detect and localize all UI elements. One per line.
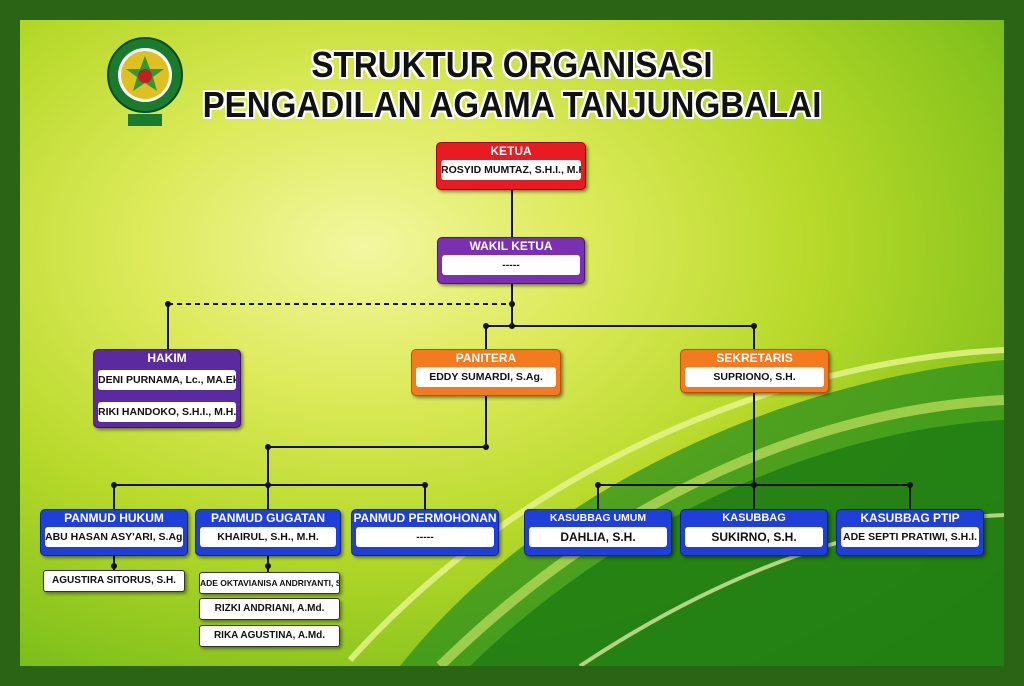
node-panitera: PANITERA EDDY SUMARDI, S.Ag. xyxy=(411,349,561,396)
staff-panmud-gugatan: ADE OKTAVIANISA ANDRIYANTI, S.H. xyxy=(199,572,340,594)
node-ketua: KETUA ROSYID MUMTAZ, S.H.I., M.H. xyxy=(436,142,586,190)
node-kasubbag-ptip: KASUBBAG PTIP ADE SEPTI PRATIWI, S.H.I. xyxy=(836,509,984,556)
node-sekretaris: SEKRETARIS SUPRIONO, S.H. xyxy=(680,349,829,393)
node-kasubbag-ptip-name: ADE SEPTI PRATIWI, S.H.I. xyxy=(841,527,979,547)
node-hakim-title: HAKIM xyxy=(147,351,187,365)
node-panmud-hukum-name: ABU HASAN ASY'ARI, S.Ag. xyxy=(45,527,183,547)
staff-panmud-gugatan: RIZKI ANDRIANI, A.Md. xyxy=(199,598,340,620)
node-panmud-permohonan: PANMUD PERMOHONAN ----- xyxy=(351,509,499,556)
node-panitera-title: PANITERA xyxy=(455,351,517,365)
node-kasubbag-ptip-title: KASUBBAG PTIP xyxy=(860,511,960,525)
node-kasubbag-umum-keuangan-name: DAHLIA, S.H. xyxy=(529,527,667,547)
node-sekretaris-title: SEKRETARIS xyxy=(716,351,793,365)
node-ketua-title: KETUA xyxy=(490,144,532,158)
node-hakim: HAKIM DENI PURNAMA, Lc., MA.Ek RIKI HAND… xyxy=(93,349,241,428)
node-wakil-ketua: WAKIL KETUA ----- xyxy=(437,237,585,284)
node-panmud-gugatan-title: PANMUD GUGATAN xyxy=(211,511,325,525)
court-logo xyxy=(107,37,183,126)
chart-title-line-1: STRUKTUR ORGANISASI xyxy=(311,44,713,85)
staff-panmud-gugatan: RIKA AGUSTINA, A.Md. xyxy=(199,625,340,647)
node-sekretaris-name: SUPRIONO, S.H. xyxy=(685,367,824,387)
node-hakim-member: DENI PURNAMA, Lc., MA.Ek xyxy=(98,370,236,390)
node-panmud-hukum-title: PANMUD HUKUM xyxy=(64,511,164,525)
node-wakil-ketua-name: ----- xyxy=(442,255,580,275)
node-kasubbag-kepegawaian-name: SUKIRNO, S.H. xyxy=(685,527,823,547)
node-panitera-name: EDDY SUMARDI, S.Ag. xyxy=(416,367,556,387)
node-panmud-hukum: PANMUD HUKUM ABU HASAN ASY'ARI, S.Ag. xyxy=(40,509,188,556)
chart-title-line-2: PENGADILAN AGAMA TANJUNGBALAI xyxy=(202,84,822,125)
node-panmud-gugatan: PANMUD GUGATAN KHAIRUL, S.H., M.H. xyxy=(195,509,341,556)
node-wakil-ketua-title: WAKIL KETUA xyxy=(469,239,553,253)
node-panmud-permohonan-title: PANMUD PERMOHONAN xyxy=(353,511,497,525)
node-kasubbag-kepegawaian-title: KASUBBAG KEPEGAWAIAN xyxy=(713,512,796,541)
node-ketua-name: ROSYID MUMTAZ, S.H.I., M.H. xyxy=(441,160,581,180)
node-panmud-permohonan-name: ----- xyxy=(356,527,494,547)
staff-panmud-hukum: AGUSTIRA SITORUS, S.H. xyxy=(43,570,185,592)
node-panmud-gugatan-name: KHAIRUL, S.H., M.H. xyxy=(200,527,336,547)
node-kasubbag-umum-keuangan: KASUBBAG UMUM KEUANGAN DAHLIA, S.H. xyxy=(524,509,672,556)
node-hakim-member: RIKI HANDOKO, S.H.I., M.H. xyxy=(98,402,236,422)
node-kasubbag-kepegawaian: KASUBBAG KEPEGAWAIAN SUKIRNO, S.H. xyxy=(680,509,828,556)
node-kasubbag-umum-keuangan-title: KASUBBAG UMUM KEUANGAN xyxy=(549,512,647,541)
